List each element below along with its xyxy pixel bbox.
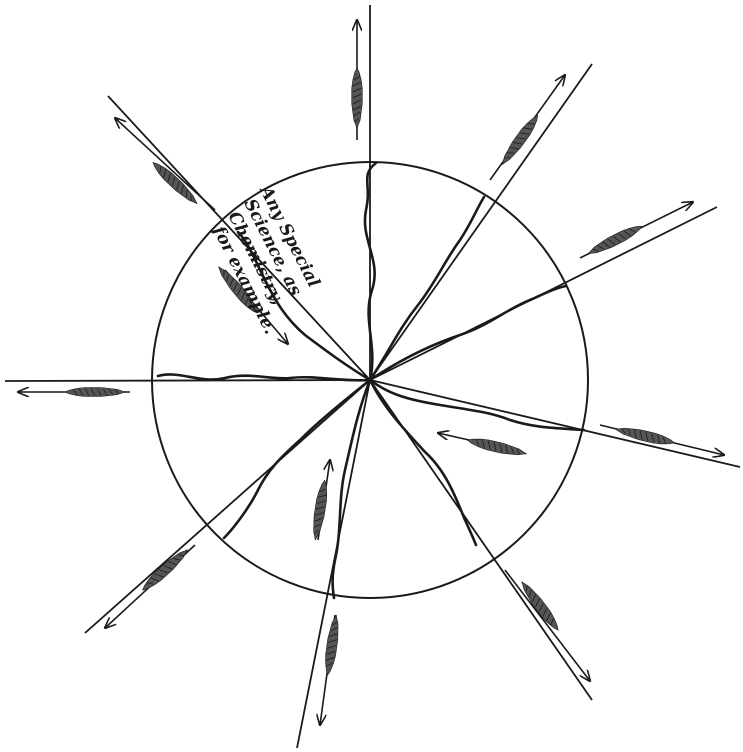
arrow-icon	[115, 118, 215, 210]
science-label: Any Special Science, as Chemistry, for e…	[201, 181, 333, 337]
feather-icon	[150, 159, 201, 207]
feather-icon	[498, 113, 541, 167]
feather-icon	[586, 222, 644, 258]
arrow-icon	[505, 570, 590, 681]
feather-icon	[323, 615, 341, 676]
feather-icon	[65, 388, 125, 397]
feather-icon	[352, 68, 363, 128]
feather-icon	[467, 435, 528, 458]
feather-icon	[310, 480, 329, 541]
feather-icon	[139, 546, 190, 594]
wavy-ray	[370, 380, 476, 545]
